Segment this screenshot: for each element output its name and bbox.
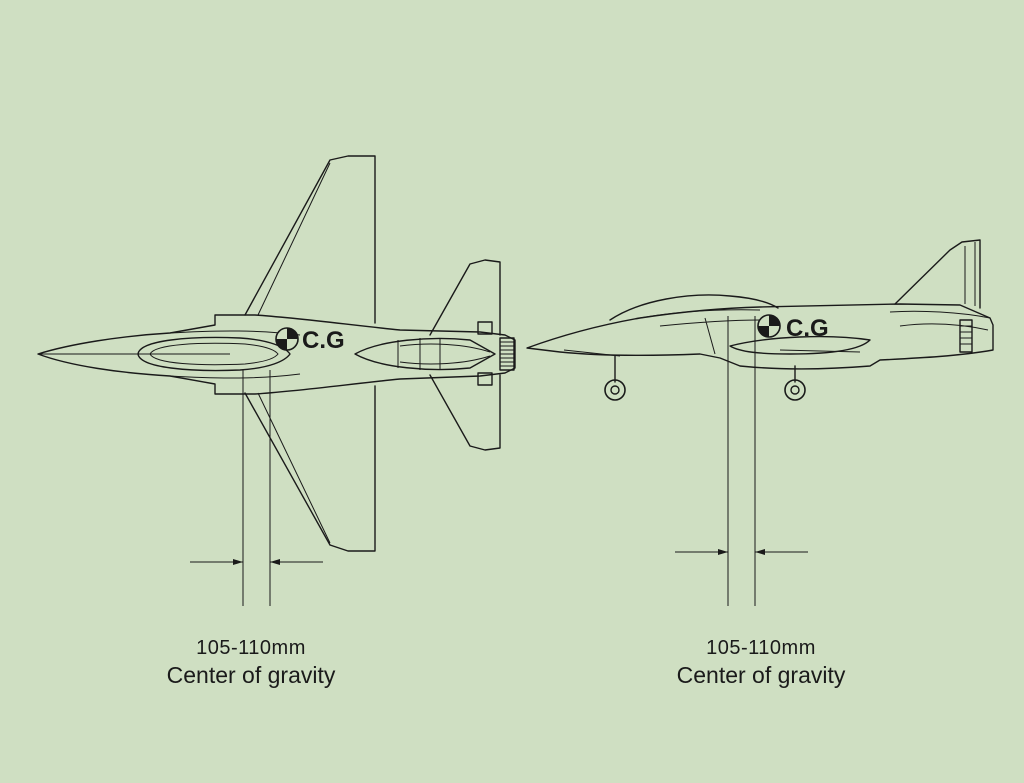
side-view-vertical-tail <box>894 239 981 309</box>
top-view-dimension-lines <box>190 370 323 606</box>
top-view-fuselage <box>37 314 516 395</box>
top-view-caption: 105-110mm Center of gravity <box>101 635 401 689</box>
top-view-aircraft: C.G <box>37 155 516 552</box>
top-view-canopy <box>137 336 291 372</box>
side-view-label: Center of gravity <box>676 662 846 688</box>
side-view-cg-text: C.G <box>786 315 829 342</box>
side-view-nose-gear <box>604 355 626 401</box>
top-view-lower-wing <box>244 385 376 552</box>
top-view-dimension-text: 105-110mm <box>196 637 306 659</box>
side-view-aircraft: C.G <box>526 239 994 401</box>
side-view-cg-symbol <box>757 314 781 338</box>
top-view-lower-stabilizer <box>429 374 501 451</box>
side-view-dimension-lines <box>675 316 808 606</box>
side-view-caption: 105-110mm Center of gravity <box>611 635 911 689</box>
top-view-cg-symbol <box>275 327 299 351</box>
top-view-cg-text: C.G <box>302 327 345 354</box>
top-view-label: Center of gravity <box>166 662 336 688</box>
side-view-main-gear <box>784 365 806 401</box>
side-view-canopy <box>609 294 779 321</box>
side-view-dimension-text: 105-110mm <box>706 637 816 659</box>
side-view-fuselage <box>526 303 994 370</box>
top-view-upper-wing <box>244 155 376 324</box>
top-view-upper-stabilizer <box>429 259 501 336</box>
